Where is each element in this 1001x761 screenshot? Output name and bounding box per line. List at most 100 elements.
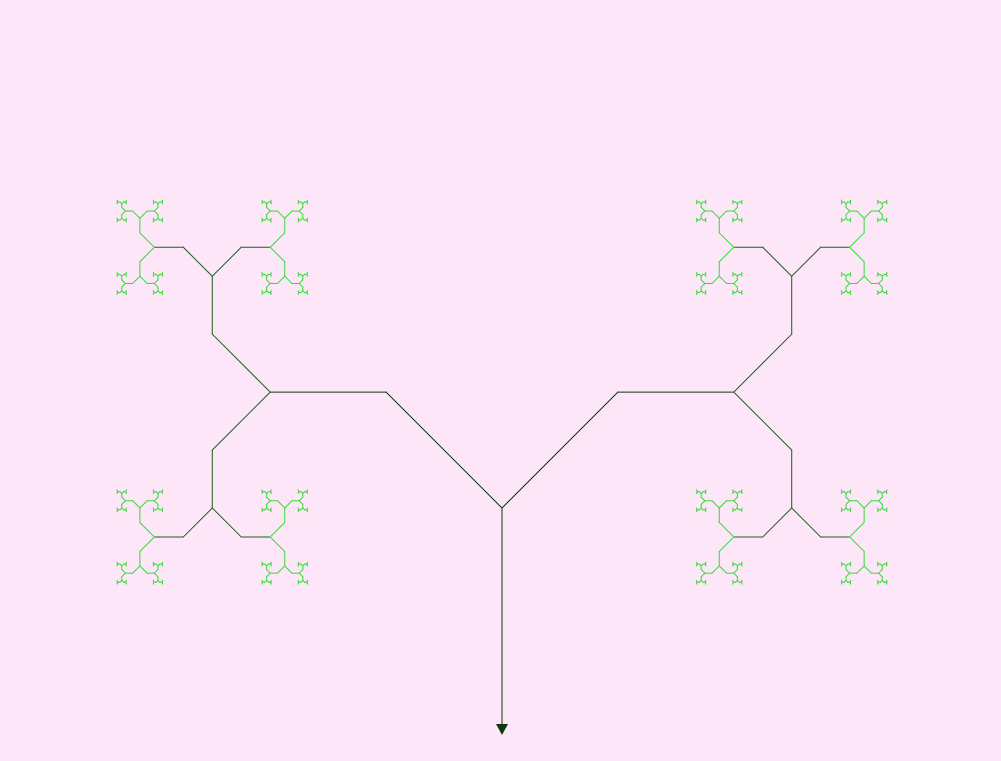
branch-segment (733, 568, 739, 574)
branch-segment (121, 279, 127, 285)
branch-segment (863, 210, 873, 219)
branch-segment (877, 282, 883, 288)
branch-segment (269, 232, 286, 248)
branch-segment (711, 275, 720, 285)
branch-segment (718, 210, 728, 219)
branches-layer (116, 199, 888, 731)
branch-segment (762, 507, 793, 538)
branch-segment (139, 232, 156, 248)
branch-segment (848, 536, 865, 553)
branch-segment (385, 391, 503, 509)
branch-segment (284, 500, 293, 509)
branch-segment (298, 572, 304, 578)
branch-segment (718, 521, 735, 538)
branch-segment (877, 568, 883, 574)
branch-segment (733, 500, 739, 506)
branch-segment (265, 572, 271, 578)
branch-segment (733, 496, 739, 502)
branch-segment (276, 210, 286, 219)
branch-segment (733, 572, 739, 578)
branch-segment (269, 246, 286, 263)
branch-segment (700, 210, 706, 216)
branch-segment (877, 279, 883, 285)
branch-segment (700, 496, 706, 502)
branch-segment (845, 500, 851, 506)
branch-segment (298, 496, 304, 502)
branch-segment (711, 500, 720, 509)
branch-segment (265, 206, 271, 212)
branch-segment (298, 206, 304, 212)
branch-segment (265, 279, 271, 285)
branch-segment (153, 282, 159, 288)
branch-segment (856, 565, 865, 574)
branch-segment (856, 210, 865, 219)
branch-segment (848, 521, 865, 538)
branch-segment (298, 500, 304, 506)
branch-segment (182, 507, 213, 538)
branch-segment (131, 275, 141, 285)
branch-segment (265, 282, 271, 288)
branch-segment (711, 565, 720, 574)
branch-segment (700, 206, 706, 212)
branch-segment (863, 275, 873, 285)
trunk-arrowhead (496, 724, 508, 735)
branch-segment (877, 206, 883, 212)
branch-segment (298, 568, 304, 574)
branch-segment (153, 568, 159, 574)
branch-segment (153, 500, 159, 506)
branch-segment (211, 333, 271, 393)
branch-segment (211, 391, 271, 451)
branch-segment (845, 210, 851, 216)
branch-segment (131, 210, 141, 219)
branch-segment (718, 232, 735, 248)
branch-segment (733, 206, 739, 212)
branch-segment (733, 279, 739, 285)
branch-segment (265, 500, 271, 506)
branch-segment (863, 500, 873, 509)
branch-segment (139, 536, 156, 553)
branch-segment (139, 565, 148, 574)
branch-segment (848, 246, 865, 263)
branch-segment (845, 568, 851, 574)
branch-segment (265, 210, 271, 216)
branch-segment (845, 282, 851, 288)
branch-segment (153, 210, 159, 216)
branch-segment (121, 572, 127, 578)
branch-segment (877, 210, 883, 216)
branch-segment (211, 507, 242, 538)
branch-segment (153, 572, 159, 578)
branch-segment (718, 500, 728, 509)
branch-segment (718, 565, 728, 574)
branch-segment (711, 210, 720, 219)
branch-segment (121, 496, 127, 502)
branch-segment (298, 279, 304, 285)
branch-segment (845, 572, 851, 578)
branch-segment (269, 536, 286, 553)
branch-segment (269, 521, 286, 538)
branch-segment (265, 568, 271, 574)
branch-segment (121, 282, 127, 288)
branch-segment (877, 500, 883, 506)
branch-segment (718, 275, 728, 285)
branch-segment (733, 210, 739, 216)
branch-segment (501, 391, 619, 509)
branch-segment (845, 279, 851, 285)
branch-segment (139, 500, 148, 509)
branch-segment (762, 246, 793, 277)
branch-segment (718, 246, 735, 263)
branch-segment (700, 279, 706, 285)
branch-segment (284, 565, 293, 574)
branch-segment (733, 391, 793, 451)
branch-segment (153, 279, 159, 285)
branch-segment (298, 282, 304, 288)
branch-segment (733, 333, 793, 393)
branch-segment (700, 568, 706, 574)
branch-segment (718, 536, 735, 553)
branch-segment (153, 496, 159, 502)
branch-segment (121, 500, 127, 506)
branch-segment (284, 275, 293, 285)
branch-segment (139, 246, 156, 263)
branch-segment (131, 500, 141, 509)
